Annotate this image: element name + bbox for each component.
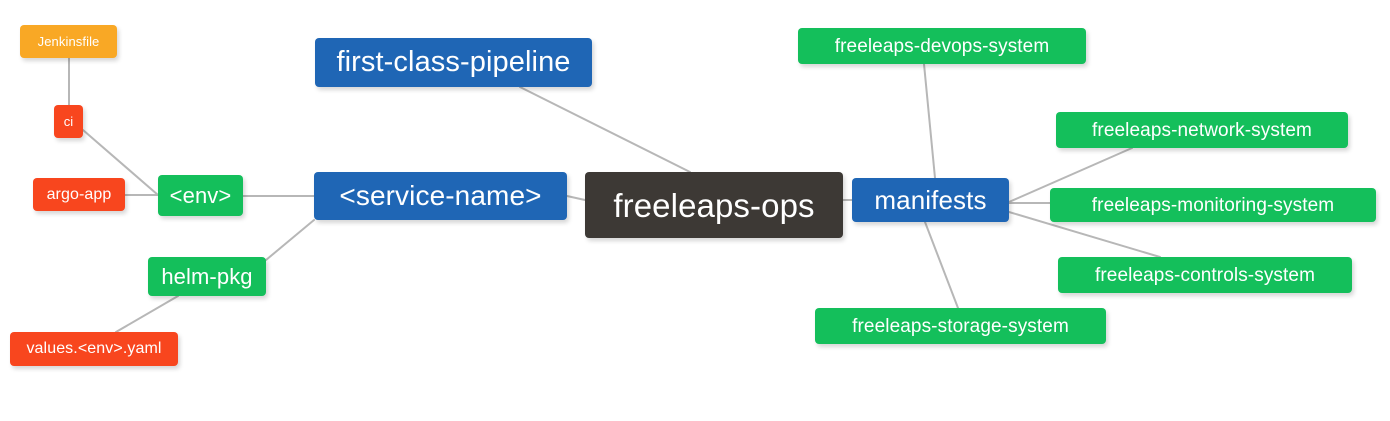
node-label-freeleaps-controls-system: freeleaps-controls-system (1094, 264, 1316, 286)
node-argo-app[interactable]: argo-app (33, 178, 125, 211)
edge-helm-pkg-to-values-env-yaml (115, 295, 179, 333)
node-helm-pkg[interactable]: helm-pkg (148, 257, 266, 296)
node-label-service-name: <service-name> (339, 180, 542, 211)
node-label-first-class-pipeline: first-class-pipeline (336, 46, 571, 78)
node-label-manifests: manifests (874, 185, 987, 215)
node-label-freeleaps-devops-system: freeleaps-devops-system (834, 35, 1050, 57)
node-values-env-yaml[interactable]: values.<env>.yaml (10, 332, 178, 366)
edge-service-name-to-helm-pkg (265, 219, 315, 261)
node-freeleaps-storage-system[interactable]: freeleaps-storage-system (815, 308, 1106, 344)
node-label-env: <env> (169, 182, 232, 208)
node-env[interactable]: <env> (158, 175, 243, 216)
edge-manifests-to-freeleaps-storage-system (924, 221, 959, 309)
node-label-ci: ci (63, 114, 74, 129)
edge-service-name-to-freeleaps-ops (566, 195, 586, 201)
node-label-jenkinsfile: Jenkinsfile (37, 34, 100, 49)
node-label-freeleaps-storage-system: freeleaps-storage-system (852, 315, 1069, 337)
node-label-freeleaps-ops: freeleaps-ops (613, 186, 815, 224)
node-freeleaps-controls-system[interactable]: freeleaps-controls-system (1058, 257, 1352, 293)
node-label-values-env-yaml: values.<env>.yaml (26, 340, 162, 357)
node-label-argo-app: argo-app (46, 185, 112, 203)
node-freeleaps-devops-system[interactable]: freeleaps-devops-system (798, 28, 1086, 64)
node-label-freeleaps-network-system: freeleaps-network-system (1092, 119, 1312, 141)
node-jenkinsfile[interactable]: Jenkinsfile (20, 25, 117, 58)
node-first-class-pipeline[interactable]: first-class-pipeline (315, 38, 592, 87)
edge-first-class-pipeline-to-freeleaps-ops (519, 86, 691, 173)
node-freeleaps-monitoring-system[interactable]: freeleaps-monitoring-system (1050, 188, 1376, 222)
node-freeleaps-network-system[interactable]: freeleaps-network-system (1056, 112, 1348, 148)
node-freeleaps-ops[interactable]: freeleaps-ops (585, 172, 843, 238)
node-manifests[interactable]: manifests (852, 178, 1009, 222)
node-service-name[interactable]: <service-name> (314, 172, 567, 220)
node-label-helm-pkg: helm-pkg (161, 263, 253, 289)
node-ci[interactable]: ci (54, 105, 83, 138)
node-label-freeleaps-monitoring-system: freeleaps-monitoring-system (1091, 194, 1335, 216)
edge-manifests-to-freeleaps-devops-system (923, 63, 936, 179)
